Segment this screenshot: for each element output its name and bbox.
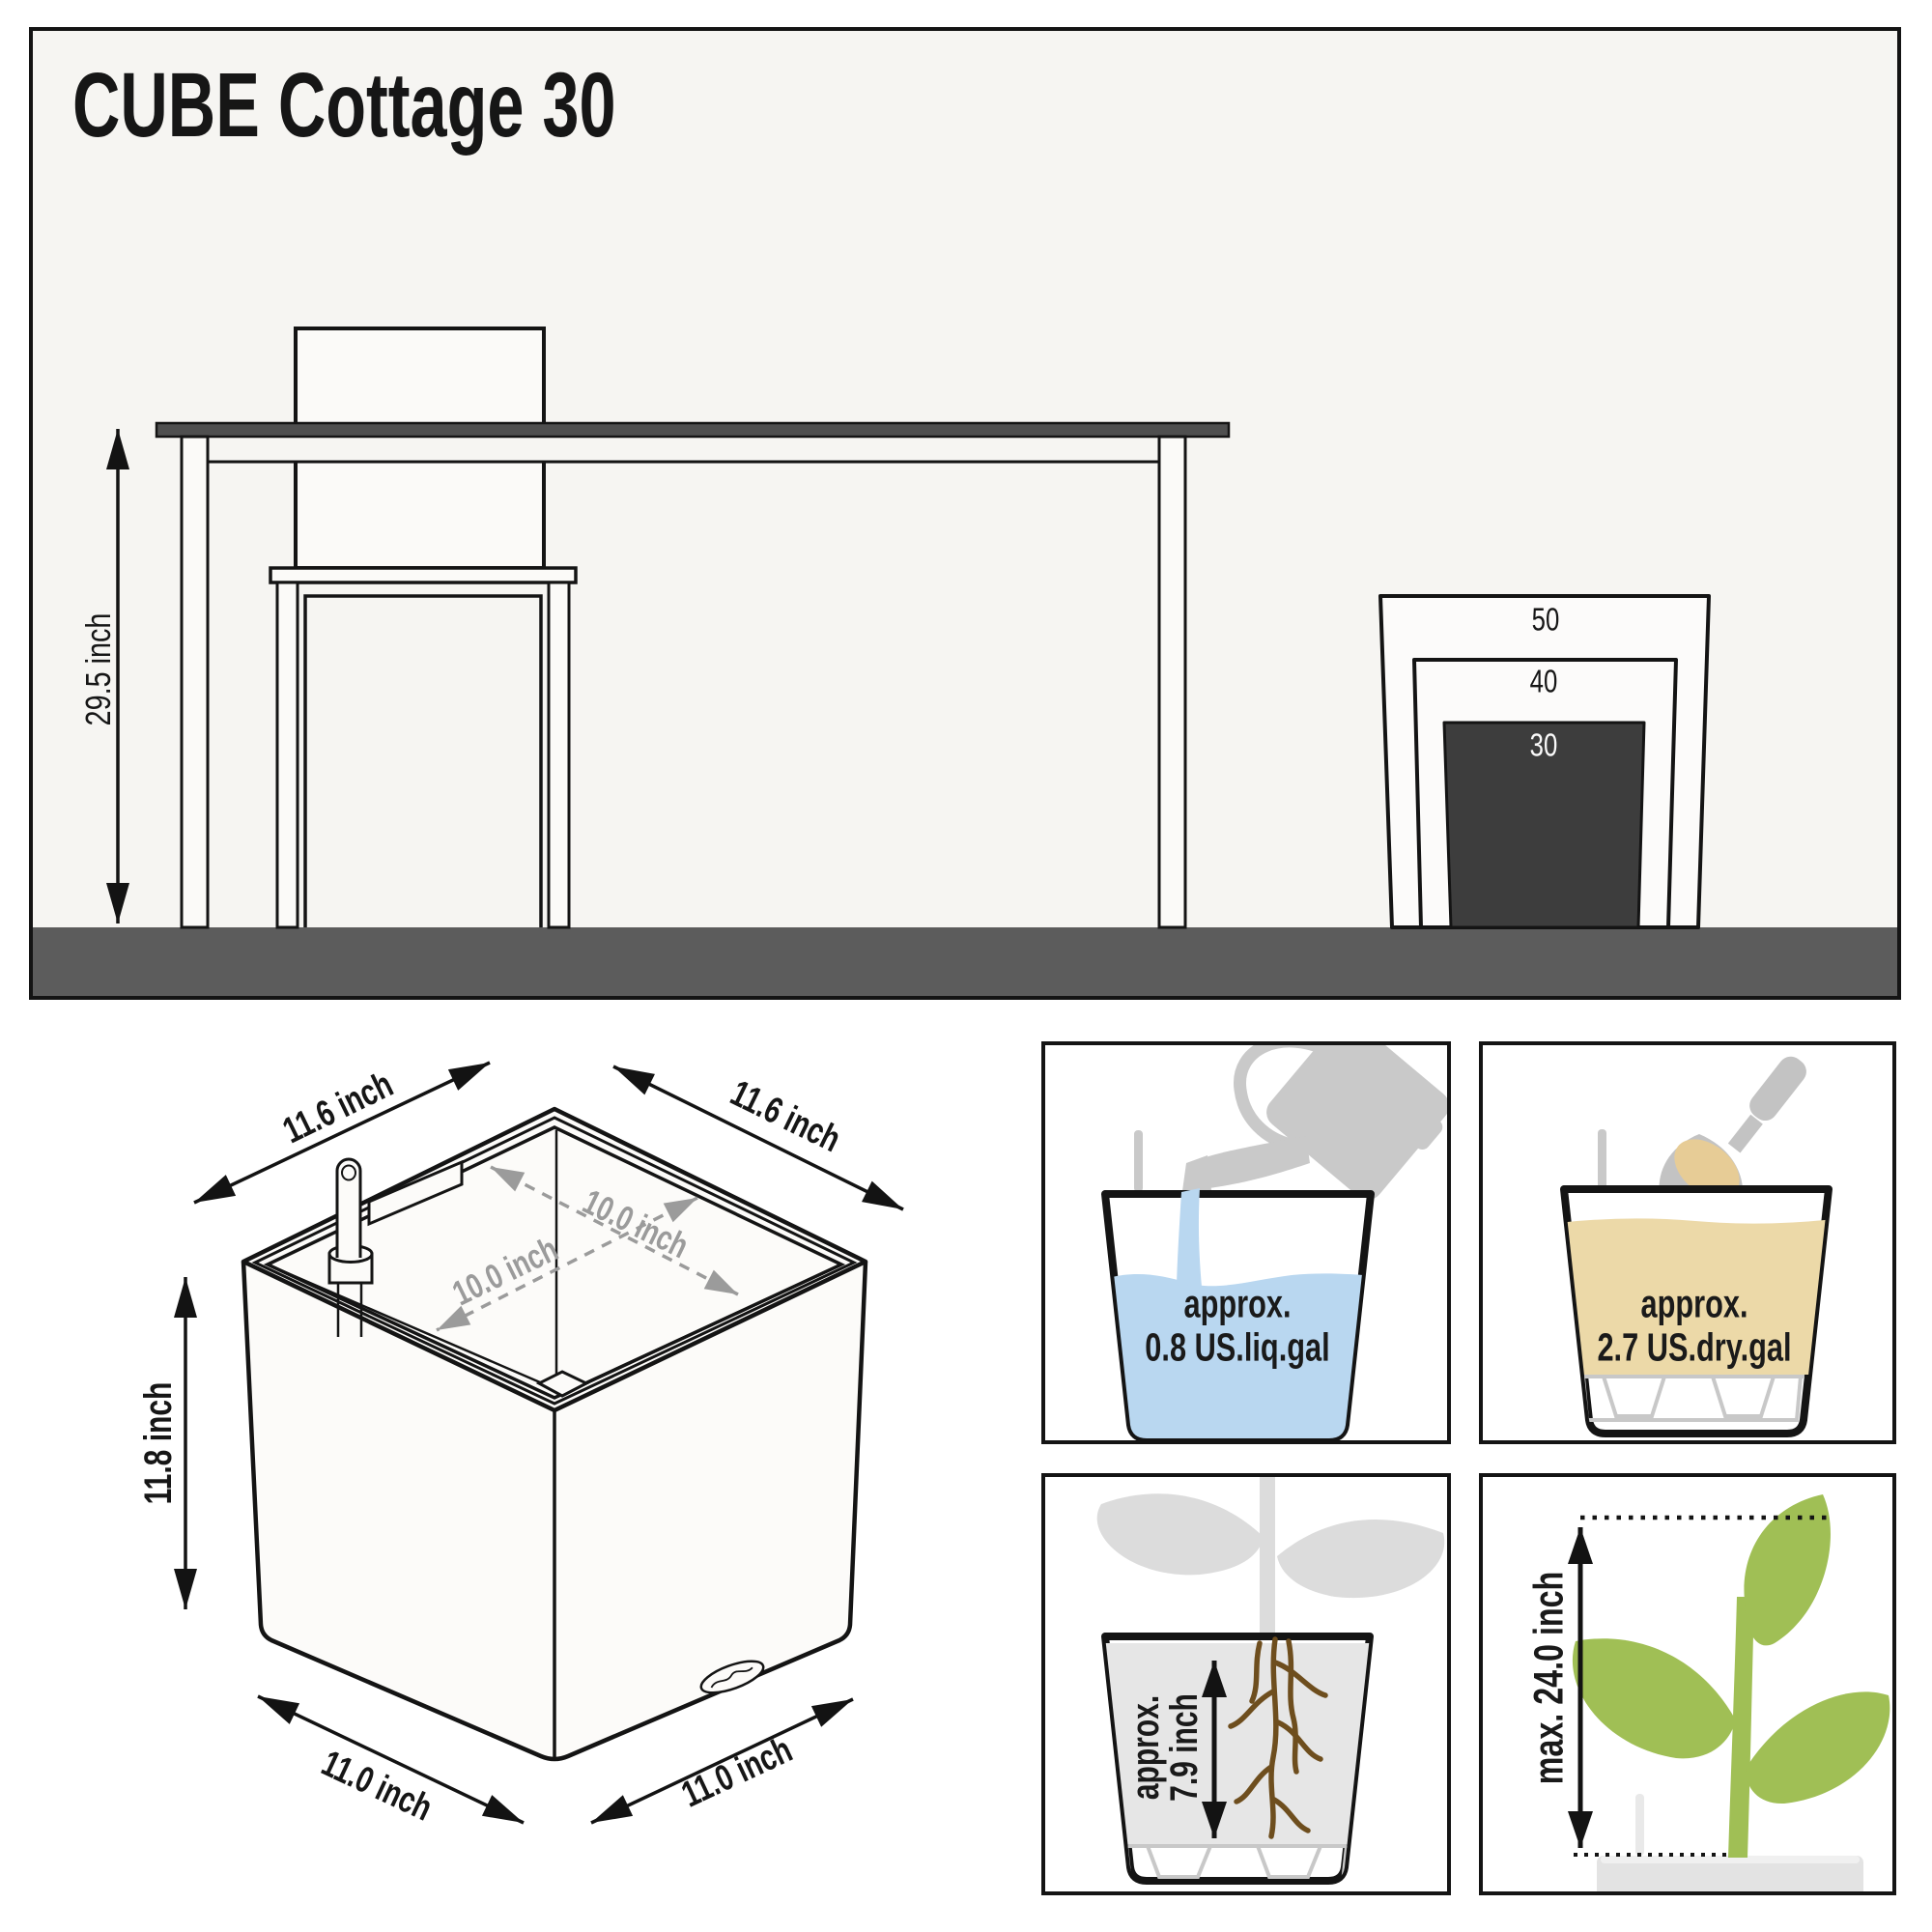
- dim-arrow-inner-depth: [436, 1196, 698, 1332]
- root-depth-box: approx. 7.9 inch: [1041, 1473, 1451, 1895]
- plant-icon: [1572, 1494, 1890, 1858]
- size-comparison-panel: CUBE Cottage 30 29.5 inch 50 40 30: [29, 27, 1901, 1000]
- watering-can-icon: [1181, 1045, 1447, 1201]
- water-volume-line1: approx.: [1183, 1281, 1292, 1326]
- planter-size-30: [1442, 721, 1646, 929]
- water-level-indicator: [335, 1157, 362, 1258]
- trowel-icon: [1659, 1056, 1806, 1229]
- dim-arrow-top-left: [193, 1061, 491, 1205]
- table-leg-left: [180, 435, 210, 929]
- page-title: CUBE Cottage 30: [72, 54, 616, 156]
- table-top: [155, 421, 1231, 439]
- chair-stretcher: [303, 594, 543, 927]
- dim-arrow-bottom-left: [257, 1694, 525, 1825]
- root-depth-line2: 7.9 inch: [1163, 1693, 1206, 1802]
- soil-scoop: [1674, 1139, 1740, 1199]
- substrate-fill: [1564, 1218, 1829, 1375]
- roots-icon: [1228, 1636, 1328, 1839]
- substrate-volume-line2: 2.7 US.dry.gal: [1597, 1324, 1792, 1370]
- substrate-volume-box: approx. 2.7 US.dry.gal: [1479, 1041, 1896, 1444]
- water-level-stick-icon: [1598, 1129, 1606, 1191]
- drainage-square: [535, 1370, 590, 1398]
- water-stream: [1177, 1188, 1202, 1287]
- dim-arrow-bottom-right: [590, 1697, 854, 1825]
- water-level-stick-icon: [1635, 1794, 1644, 1856]
- scene-drawing: [33, 327, 1897, 996]
- chair-seat: [269, 566, 578, 584]
- size-label-50: 50: [1531, 601, 1560, 638]
- plant-height-box: max. 24.0 inch: [1479, 1473, 1896, 1895]
- plant-height-label: max. 24.0 inch: [1525, 1571, 1573, 1785]
- substrate-volume-line1: approx.: [1640, 1281, 1748, 1326]
- water-volume-line2: 0.8 US.liq.gal: [1145, 1324, 1330, 1370]
- chair-leg-left: [275, 581, 299, 929]
- brand-logo: [699, 1660, 765, 1694]
- water-fill: [1105, 1273, 1371, 1438]
- water-volume-box: approx. 0.8 US.liq.gal: [1041, 1041, 1451, 1444]
- water-level-stick-icon: [1134, 1130, 1143, 1192]
- plant-silhouette-icon: [1096, 1477, 1445, 1646]
- cube-dim-height: 11.8 inch: [137, 1381, 180, 1505]
- dimension-drawing: 11.6 inch 11.6 inch 10.0 inch 10.0 inch …: [77, 1024, 1024, 1932]
- scene-height-label: 29.5 inch: [78, 612, 118, 726]
- planter-base: [1597, 1856, 1863, 1891]
- dim-arrow-top-right: [612, 1065, 904, 1211]
- table-leg-right: [1157, 435, 1187, 929]
- floor: [33, 927, 1897, 996]
- chair-leg-right: [547, 581, 571, 929]
- root-depth-line1: approx.: [1124, 1694, 1167, 1801]
- size-label-30: 30: [1529, 726, 1558, 763]
- size-label-40: 40: [1529, 663, 1558, 699]
